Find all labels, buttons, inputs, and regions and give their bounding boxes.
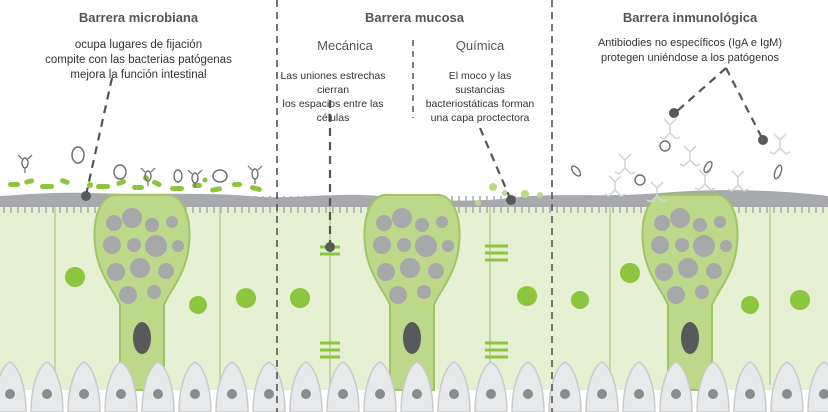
mechanical-desc-line-1: Las uniones estrechas cierran [280,70,386,96]
microbial-desc-line-3: mejora la función intestinal [70,69,207,81]
immune-desc-line-1: Antibiodies no específicos (IgA e IgM) [597,37,783,49]
chemical-subtitle: Química [455,38,505,53]
microbial-barrier-desc: ocupa lugares de fijación compite con la… [0,38,277,83]
immune-barrier-title: Barrera inmunológica [622,10,758,25]
immune-pointer-dot-left [669,108,679,118]
chemical-pointer-dot [506,195,516,205]
microbial-desc-line-1: ocupa lugares de fijación [74,39,203,51]
chemical-desc-line-2: bacteriostáticas forman [425,98,535,110]
chemical-desc-line-1: El moco y las sustancias [448,70,512,96]
microbial-barrier-title: Barrera microbiana [78,10,199,25]
mechanical-pointer-dot [325,242,335,252]
microbial-desc-line-2: compite con las bacterias patógenas [45,54,232,66]
immune-pointer-right [725,67,763,139]
pathogens [570,140,783,186]
mechanical-subtitle: Mecánica [317,38,373,53]
microbial-pointer [84,77,114,196]
chemical-pointer [478,127,512,199]
microbes [17,146,263,189]
chemical-desc-line-3: una capa proctectora [430,112,530,124]
cell-dots [65,263,810,314]
mucosal-barrier-title: Barrera mucosa [365,10,464,25]
immune-desc-line-2: protegen uniéndose a los patógenos [601,52,779,64]
basal-cells [0,361,828,412]
commensal-bacteria [8,175,262,193]
mucus-droplets [475,183,543,206]
immune-pointer-dot-right [758,135,768,145]
mechanical-desc: Las uniones estrechas cierran los espaci… [278,69,388,125]
antibodies [604,118,791,203]
immune-barrier-desc: Antibiodies no específicos (IgA e IgM) p… [552,36,828,66]
mechanical-desc-line-2: los espacios entre las células [282,98,384,124]
microbial-pointer-dot [81,191,91,201]
chemical-desc: El moco y las sustancias bacteriostática… [424,69,536,125]
cell-borders [54,205,771,385]
immune-pointer-left [675,67,727,113]
